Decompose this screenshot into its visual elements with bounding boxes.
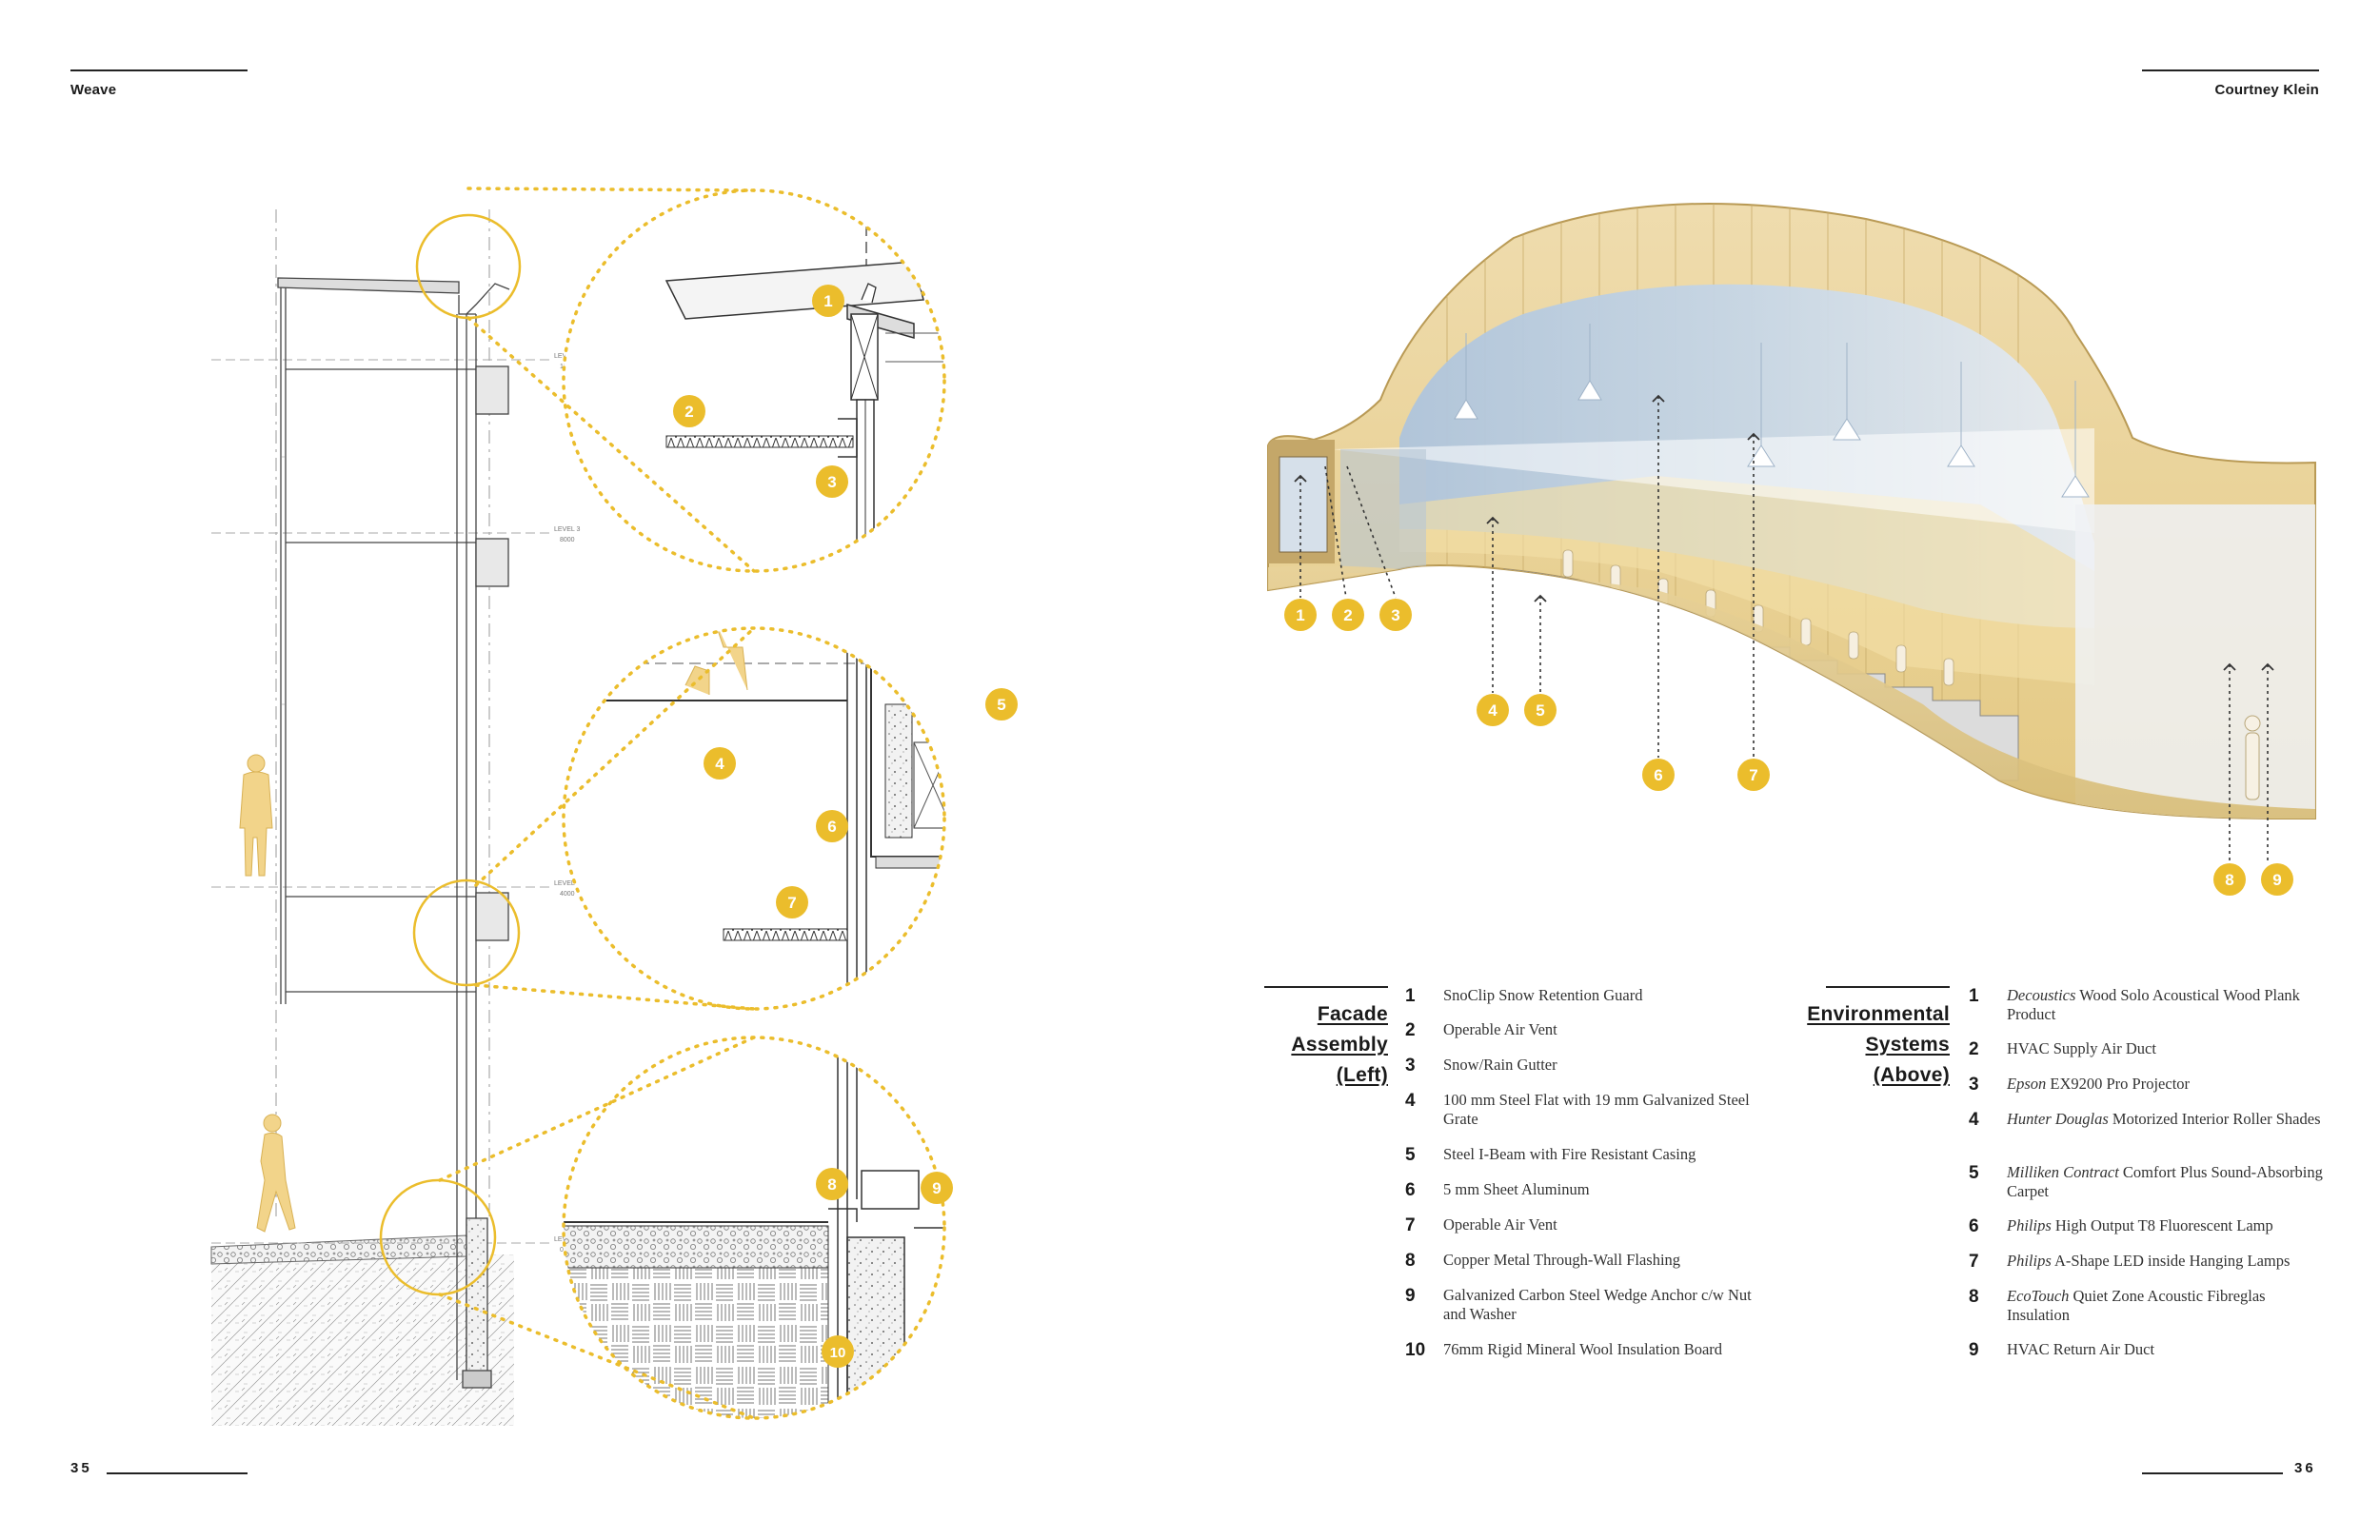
level-3-label: LEVEL 3 bbox=[554, 526, 580, 533]
callout-left-5: 5 bbox=[997, 696, 1005, 714]
callout-left-9: 9 bbox=[932, 1179, 941, 1197]
page-number-left: 35 bbox=[70, 1460, 92, 1476]
wall-section-drawing: LEVEL 4 12000 LEVEL 3 8000 LEVEL 2 4000 … bbox=[210, 187, 1018, 1426]
callout-left-1: 1 bbox=[823, 292, 832, 310]
callout-left-4: 4 bbox=[715, 755, 724, 773]
footer-rule-right bbox=[2142, 1472, 2283, 1474]
theatre-section-drawing: 1 2 3 4 5 6 7 8 9 bbox=[1267, 203, 2316, 896]
level-1-elev: 0 bbox=[560, 1247, 564, 1254]
callout-right-5: 5 bbox=[1536, 701, 1544, 720]
header-right-author: Courtney Klein bbox=[2214, 82, 2319, 98]
env-title-line-1: Environmental bbox=[1807, 1003, 1950, 1025]
facade-title-line-1: Facade bbox=[1317, 1003, 1388, 1025]
level-2-label: LEVEL 2 bbox=[554, 880, 580, 887]
env-title-line-3: (Above) bbox=[1873, 1064, 1950, 1086]
facade-legend-title: Facade Assembly (Left) bbox=[1238, 999, 1388, 1091]
level-2-elev: 4000 bbox=[560, 891, 575, 898]
callout-right-7: 7 bbox=[1749, 766, 1757, 784]
page-number-right: 36 bbox=[2294, 1460, 2316, 1476]
callout-left-2: 2 bbox=[684, 403, 693, 421]
callout-left-6: 6 bbox=[827, 818, 836, 836]
env-legend-title: Environmental Systems (Above) bbox=[1771, 999, 1950, 1091]
callout-left-3: 3 bbox=[827, 473, 836, 491]
callout-left-8: 8 bbox=[827, 1175, 836, 1194]
facade-title-line-2: Assembly bbox=[1291, 1034, 1388, 1056]
callout-right-1: 1 bbox=[1296, 606, 1304, 624]
header-left-title: Weave bbox=[70, 82, 117, 98]
env-title-rule bbox=[1826, 986, 1950, 988]
callout-right-9: 9 bbox=[2272, 871, 2281, 889]
env-title-line-2: Systems bbox=[1865, 1034, 1950, 1056]
footer-rule-left bbox=[107, 1472, 248, 1474]
facade-title-rule bbox=[1264, 986, 1388, 988]
header-rule-left bbox=[70, 69, 248, 71]
level-3-elev: 8000 bbox=[560, 537, 575, 543]
callout-left-10: 10 bbox=[830, 1345, 846, 1361]
callout-right-2: 2 bbox=[1343, 606, 1352, 624]
header-rule-right bbox=[2142, 69, 2319, 71]
facade-title-line-3: (Left) bbox=[1336, 1064, 1388, 1086]
callout-right-3: 3 bbox=[1391, 606, 1399, 624]
callout-right-4: 4 bbox=[1488, 701, 1497, 720]
callout-right-8: 8 bbox=[2225, 871, 2233, 889]
callout-right-6: 6 bbox=[1654, 766, 1662, 784]
callout-left-7: 7 bbox=[787, 894, 796, 912]
